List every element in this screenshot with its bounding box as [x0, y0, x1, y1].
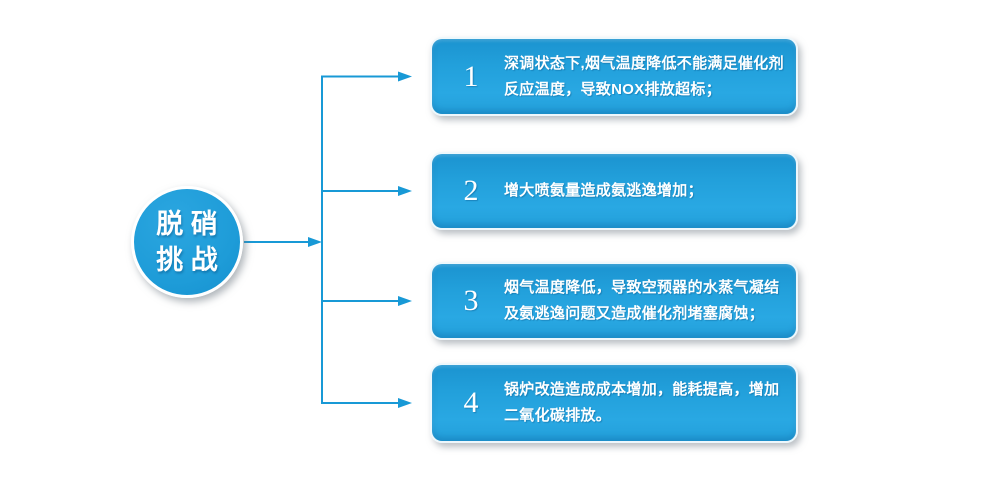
challenge-text-line: 锅炉改造造成成本增加，能耗提高，增加 — [504, 381, 780, 398]
challenge-box-1: 1 深调状态下,烟气温度降低不能满足催化剂 反应温度，导致NOX排放超标； — [430, 37, 798, 116]
challenge-text-line: 反应温度，导致NOX排放超标； — [504, 80, 722, 98]
challenge-text-line: 及氨逃逸问题又造成催化剂堵塞腐蚀； — [504, 305, 765, 322]
challenge-number-1: 1 — [463, 59, 479, 93]
challenge-text-line: 烟气温度降低，导致空预器的水蒸气凝结 — [504, 279, 780, 296]
challenge-text-3: 烟气温度降低，导致空预器的水蒸气凝结 及氨逃逸问题又造成催化剂堵塞腐蚀； — [504, 275, 779, 327]
challenge-number-4: 4 — [463, 386, 479, 419]
hub-label-line-1: 脱 硝 — [156, 209, 218, 239]
hub-arrowhead-icon — [308, 237, 322, 247]
challenge-text-1: 深调状态下,烟气温度降低不能满足催化剂 反应温度，导致NOX排放超标； — [504, 51, 784, 103]
branch-4-arrowhead-icon — [398, 398, 412, 408]
branch-3-arrowhead-icon — [398, 296, 412, 306]
challenge-text-4: 锅炉改造造成成本增加，能耗提高，增加 二氧化碳排放。 — [504, 377, 779, 429]
challenge-text-line: 二氧化碳排放。 — [504, 407, 612, 424]
challenge-box-4: 4 锅炉改造造成成本增加，能耗提高，增加 二氧化碳排放。 — [430, 363, 798, 443]
challenge-number-3: 3 — [463, 284, 479, 317]
hub-circle-denitrification-challenges: 脱 硝 挑 战 — [131, 186, 243, 298]
challenge-text-2: 增大喷氨量造成氨逃逸增加； — [504, 178, 703, 204]
hub-label-line-2: 挑 战 — [156, 245, 218, 275]
branch-1-arrowhead-icon — [398, 71, 412, 82]
challenge-number-2: 2 — [463, 174, 479, 207]
branch-2-arrowhead-icon — [398, 186, 412, 196]
challenge-box-2: 2 增大喷氨量造成氨逃逸增加； — [430, 152, 798, 230]
challenge-box-3: 3 烟气温度降低，导致空预器的水蒸气凝结 及氨逃逸问题又造成催化剂堵塞腐蚀； — [430, 262, 798, 340]
challenge-text-line: 增大喷氨量造成氨逃逸增加； — [504, 182, 703, 199]
challenge-text-line: 深调状态下,烟气温度降低不能满足催化剂 — [504, 54, 784, 72]
